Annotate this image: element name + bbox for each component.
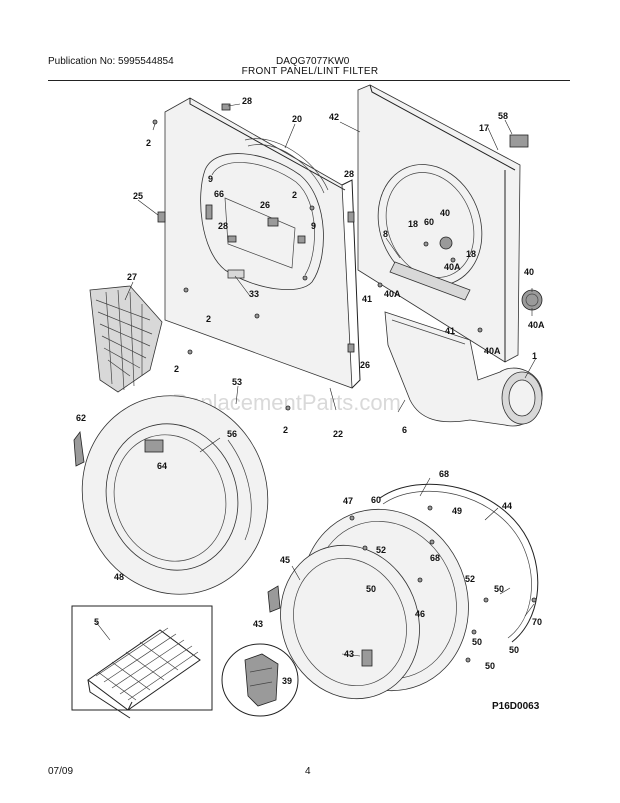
clip-26	[347, 343, 355, 353]
callout-label: 42	[329, 112, 339, 122]
label-33	[227, 269, 245, 279]
callout-label: 50	[485, 661, 495, 671]
callout-label: 26	[260, 200, 270, 210]
callout-label: 27	[127, 272, 137, 282]
callout-label: 66	[214, 189, 224, 199]
callout-label: 50	[472, 637, 482, 647]
thermostat-40-right	[521, 289, 543, 311]
sensor-58	[509, 134, 529, 148]
callout-label: 20	[292, 114, 302, 124]
callout-label: 43	[344, 649, 354, 659]
leader-lines	[95, 103, 537, 657]
footer-date: 07/09	[48, 766, 74, 777]
callout-label: 40A	[528, 320, 545, 330]
model-number: DAQG7077KW0	[276, 56, 350, 67]
callout-label: 25	[133, 191, 143, 201]
callout-label: 48	[114, 572, 124, 582]
hinge-62	[73, 430, 85, 467]
callout-label: 52	[376, 545, 386, 555]
callout-label: 2	[206, 314, 211, 324]
callout-label: 22	[333, 429, 343, 439]
hinge-43-lower	[361, 649, 373, 667]
lint-filter	[89, 285, 163, 393]
lint-duct	[384, 311, 543, 427]
callout-label: 64	[157, 461, 167, 471]
callout-label: 5	[94, 617, 99, 627]
clip-28	[227, 235, 237, 243]
callout-label: 53	[232, 377, 242, 387]
callout-label: 41	[445, 326, 455, 336]
callout-label: 28	[344, 169, 354, 179]
drying-rack-inset	[71, 605, 213, 719]
clip	[297, 235, 306, 244]
callout-label: 50	[509, 645, 519, 655]
callout-label: 28	[242, 96, 252, 106]
callout-label: 40A	[384, 289, 401, 299]
callout-label: 6	[402, 425, 407, 435]
callout-label: 40	[440, 208, 450, 218]
callout-label: 50	[494, 584, 504, 594]
hinge-43	[267, 585, 281, 613]
callout-label: 47	[343, 496, 353, 506]
callout-label: 68	[430, 553, 440, 563]
callout-label: 60	[371, 495, 381, 505]
callout-label: 2	[146, 138, 151, 148]
callout-label: 26	[360, 360, 370, 370]
callout-label: 40	[524, 267, 534, 277]
callout-label: 62	[76, 413, 86, 423]
callout-label: 2	[292, 190, 297, 200]
callout-label: 18	[408, 219, 418, 229]
callout-label: 2	[174, 364, 179, 374]
callout-label: 39	[282, 676, 292, 686]
callout-labels: 28 20 42 58 17 2 9 66 25 26 28 9 2 28 8 …	[76, 96, 545, 686]
diagram-code: P16D0063	[492, 701, 540, 712]
clip-28-top	[221, 103, 231, 111]
door-assembly	[73, 395, 269, 595]
callout-label: 33	[249, 289, 259, 299]
callout-label: 56	[227, 429, 237, 439]
callout-label: 40A	[444, 262, 461, 272]
callout-label: 28	[218, 221, 228, 231]
page-title: FRONT PANEL/LINT FILTER	[241, 66, 379, 77]
switch-25	[157, 211, 166, 223]
publication-number: Publication No: 5995544854	[48, 56, 174, 67]
callout-label: 50	[366, 584, 376, 594]
callout-label: 44	[502, 501, 512, 511]
callout-label: 41	[362, 294, 372, 304]
front-panel	[152, 97, 361, 411]
latch-bracket	[267, 217, 279, 227]
callout-label: 43	[253, 619, 263, 629]
callout-label: 2	[283, 425, 288, 435]
header-divider	[48, 80, 570, 81]
callout-label: 18	[466, 249, 476, 259]
inner-door-assembly	[267, 483, 539, 700]
callout-label: 9	[311, 221, 316, 231]
clip-28-right	[347, 211, 355, 223]
callout-label: 60	[424, 217, 434, 227]
callout-label: 17	[479, 123, 489, 133]
latch-inset	[221, 643, 299, 717]
callout-label: 49	[452, 506, 462, 516]
callout-label: 1	[532, 351, 537, 361]
callout-label: 9	[208, 174, 213, 184]
callout-label: 40A	[484, 346, 501, 356]
callout-label: 46	[415, 609, 425, 619]
callout-label: 68	[439, 469, 449, 479]
front-bulkhead	[357, 84, 543, 363]
callout-label: 52	[465, 574, 475, 584]
callout-label: 8	[383, 229, 388, 239]
thermostat-40	[439, 236, 453, 250]
page-number: 4	[305, 766, 311, 777]
callout-label: 45	[280, 555, 290, 565]
door-strike-64	[144, 439, 164, 453]
switch-66	[205, 204, 213, 220]
callout-label: 58	[498, 111, 508, 121]
callout-label: 70	[532, 617, 542, 627]
